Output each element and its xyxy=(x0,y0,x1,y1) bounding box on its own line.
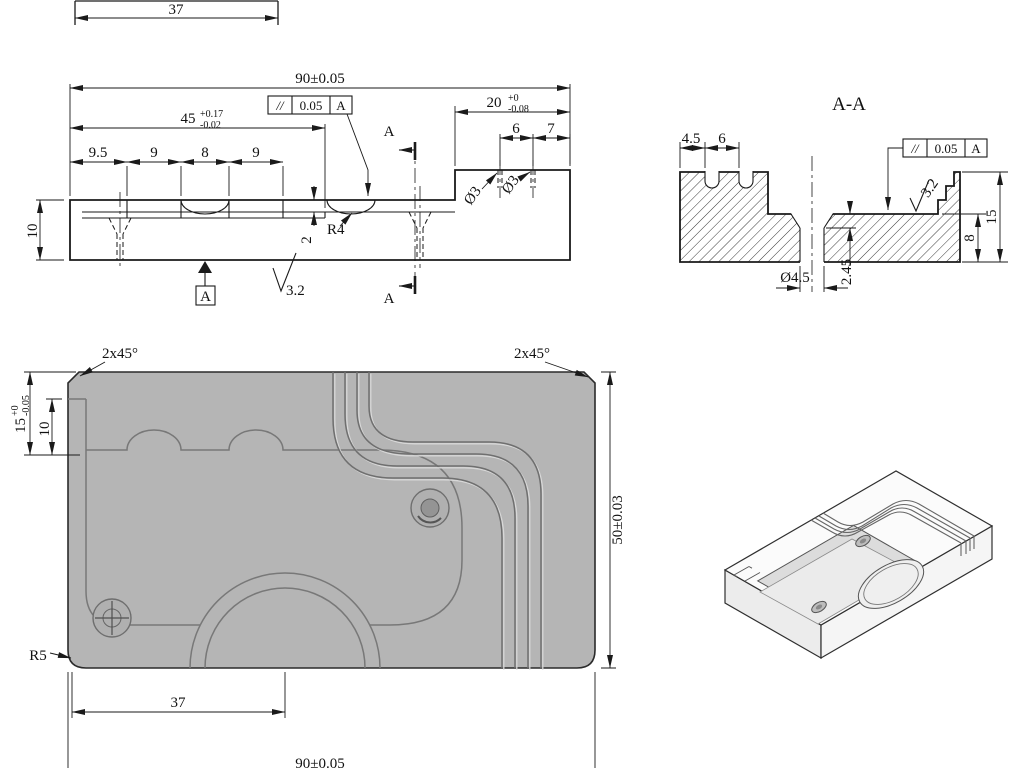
dim-7-label: 7 xyxy=(547,121,555,137)
iso-hole-lower xyxy=(811,600,827,614)
plan-channels xyxy=(332,372,542,668)
plan-body xyxy=(67,371,596,669)
fcf-tolerance-value: 0.05 xyxy=(935,141,958,156)
dim-20-tol-lower: -0.08 xyxy=(508,104,529,115)
dim-8-label: 8 xyxy=(201,145,209,161)
plan-dim-37-label: 37 xyxy=(171,695,187,711)
section-arrow-label-top: A xyxy=(384,124,395,140)
plan-hole-lower xyxy=(92,598,132,638)
iso-boss-outer xyxy=(857,559,925,609)
dim-20-tol-upper: +0 xyxy=(508,93,519,104)
plan-dim-15-tol-upper: +0 xyxy=(10,405,21,416)
plan-channel-highlights xyxy=(334,373,544,670)
dim-90-label: 90±0.05 xyxy=(295,71,344,87)
front-notch-edges xyxy=(126,200,284,218)
front-part-outline xyxy=(69,169,571,261)
section-title: A-A xyxy=(832,94,866,115)
plan-dim-15-tol-lower: -0.05 xyxy=(21,395,32,416)
iso-boss-inner xyxy=(863,563,919,605)
iso-hole-upper xyxy=(855,534,871,548)
fcf-datum-ref: A xyxy=(336,98,346,113)
iso-view xyxy=(723,470,994,660)
chamfer-label-left: 2x45° xyxy=(102,346,138,362)
dim-9-5-label: 9.5 xyxy=(89,145,108,161)
dim-45-label: 45 xyxy=(181,111,196,127)
section-view: A-A 4.5 6 // 0.05 A 3.2 xyxy=(679,94,1008,292)
dim-37-top-label: 37 xyxy=(169,2,185,18)
section-dim-2-45-label: 2.45 xyxy=(839,259,855,285)
section-notch-2 xyxy=(739,171,753,188)
dim-10-label: 10 xyxy=(25,224,41,239)
dim-9b-label: 9 xyxy=(252,145,260,161)
plan-dim-10-label: 10 xyxy=(37,422,53,437)
chamfer-label-right: 2x45° xyxy=(514,346,550,362)
dim-20-label: 20 xyxy=(487,95,502,111)
section-notch-1 xyxy=(705,171,719,188)
dim-r4-label: R4 xyxy=(327,222,345,238)
front-roughness-value: 3.2 xyxy=(286,283,305,299)
plan-view: 2x45° 2x45° 15 +0 -0.05 10 50±0.03 R5 37… xyxy=(10,346,626,768)
fcf-tolerance-value: 0.05 xyxy=(300,98,323,113)
dia-3-label-1: Ø3 xyxy=(461,184,485,208)
plan-dim-50-label: 50±0.03 xyxy=(610,495,626,544)
plan-dim-15-label: 15 xyxy=(13,418,29,433)
section-dim-15-label: 15 xyxy=(984,210,1000,225)
parallelism-symbol: // xyxy=(910,141,920,156)
plan-boss-arcs xyxy=(189,572,381,669)
iso-notch-marks xyxy=(733,566,761,582)
front-view: 37 90±0.05 45 +0.17 -0.02 20 +0 -0.08 9.… xyxy=(25,0,571,307)
section-dia-4-5-label: Ø4.5 xyxy=(780,270,810,286)
dia-3-label-2: Ø3 xyxy=(499,173,523,197)
iso-channels xyxy=(810,499,975,556)
plan-dim-15-group: 15 +0 -0.05 xyxy=(10,395,32,433)
dim-45-tol-lower: -0.02 xyxy=(200,120,221,131)
plan-hole-upper xyxy=(410,488,450,528)
section-dim-4-5-label: 4.5 xyxy=(682,131,701,147)
section-dim-6-label: 6 xyxy=(718,131,726,147)
plan-dim-r5-label: R5 xyxy=(29,648,47,664)
datum-a-flag: A xyxy=(195,261,216,306)
front-roughness-symbol: 3.2 xyxy=(272,252,305,299)
dim-9a-label: 9 xyxy=(150,145,158,161)
front-partial-top-view: 37 xyxy=(74,0,279,25)
dim-45-tol-upper: +0.17 xyxy=(200,109,223,120)
section-arrow-label-bottom: A xyxy=(384,291,395,307)
front-pocket-floor-lines xyxy=(82,211,455,219)
front-hidden-holes xyxy=(108,170,536,260)
front-feature-control-frame: // 0.05 A xyxy=(267,95,371,197)
dim-6-label: 6 xyxy=(512,121,520,137)
parallelism-symbol: // xyxy=(275,98,285,113)
section-cut-marks: A A xyxy=(384,124,417,307)
plan-dim-90-label: 90±0.05 xyxy=(295,756,344,768)
fcf-datum-ref: A xyxy=(971,141,981,156)
dim-2-label: 2 xyxy=(299,236,315,244)
section-dim-8-label: 8 xyxy=(962,234,978,242)
front-centerlines xyxy=(119,160,534,268)
section-feature-control-frame: // 0.05 A xyxy=(885,138,988,211)
datum-a-label: A xyxy=(200,289,211,305)
